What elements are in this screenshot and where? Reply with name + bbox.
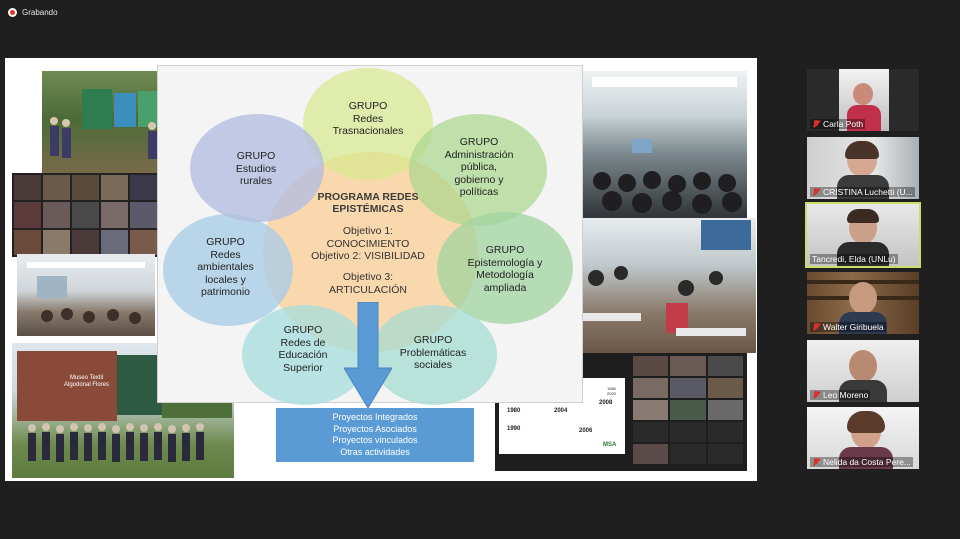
photo-zoom-meeting-grid — [12, 173, 159, 257]
participant-tile-4[interactable]: Walter Giribuela — [807, 272, 919, 334]
inset-year-1990: 1990 — [507, 426, 521, 432]
circle-educacion-superior — [242, 305, 368, 405]
projects-item-asociados: Proyectos Asociados — [333, 423, 417, 434]
inset-participant-grid — [633, 356, 743, 464]
inset-year-2006: 2006 — [579, 428, 593, 434]
objectives-text: Objetivo 1: CONOCIMIENTO Objetivo 2: VIS… — [311, 225, 425, 262]
photo-inset-presentation: La Agricultura Familiar en Argentina 198… — [495, 353, 747, 471]
photo-workshop-tables — [576, 218, 756, 353]
mic-muted-icon — [812, 458, 820, 466]
inset-year-2004: 2004 — [554, 408, 568, 414]
group-educacion-superior: GRUPO Redes de Educación Superior — [278, 324, 328, 374]
photo-workshop-tables-art — [581, 220, 751, 336]
participant-name: Carla Poth — [823, 119, 864, 129]
avatar — [839, 69, 889, 131]
participant-tile-6[interactable]: Nelida da Costa Pere... — [807, 407, 919, 469]
projects-item-otras: Otras actividades — [340, 446, 410, 457]
participant-name: Tancredi, Elda (UNLu) — [812, 254, 896, 264]
recording-indicator: Grabando — [8, 8, 58, 17]
inset-year-range: 1980 2020 — [607, 386, 616, 396]
inset-year-1980: 1980 — [507, 408, 521, 414]
participant-name: Walter Giribuela — [823, 322, 884, 332]
participant-tile-5[interactable]: Leo Moreno — [807, 340, 919, 402]
avatar — [807, 204, 919, 266]
circle-administracion — [409, 114, 547, 226]
participant-name: Leo Moreno — [823, 390, 869, 400]
photo-conference-audience-art — [592, 77, 742, 214]
participant-name: CRISTINA Luchetti (U... — [823, 187, 913, 197]
projects-item-integrados: Proyectos Integrados — [332, 412, 418, 422]
mic-muted-icon — [812, 188, 820, 196]
projects-item-vinculados: Proyectos vinculados — [332, 435, 418, 445]
program-title: PROGRAMA REDES EPISTÉMICAS — [317, 191, 419, 215]
participant-tile-2[interactable]: CRISTINA Luchetti (U... — [807, 137, 919, 199]
participant-tile-1[interactable]: Carla Poth — [807, 69, 919, 131]
photo-lecture-hall — [17, 254, 155, 336]
participant-tile-3[interactable]: Tancredi, Elda (UNLu) — [805, 202, 921, 268]
circle-epistemologia — [437, 212, 573, 324]
museum-sign: Museo Textil Algodonal Flores — [64, 375, 110, 388]
participant-name: Nelida da Costa Pere... — [823, 457, 911, 467]
photo-lecture-hall-art — [27, 262, 145, 324]
avatar — [807, 272, 919, 334]
group-estudios-rurales: GRUPO Estudios rurales — [235, 150, 277, 187]
group-redes-ambientales: GRUPO Redes ambientales locales y patrim… — [197, 236, 254, 298]
circle-problematicas — [371, 305, 497, 405]
inset-logo-msa: MSA — [603, 442, 617, 448]
avatar — [807, 137, 919, 199]
group-epistemologia: GRUPO Epistemología y Metodología amplia… — [467, 244, 543, 294]
avatar — [807, 340, 919, 402]
mic-muted-icon — [812, 391, 820, 399]
circle-estudios-rurales — [190, 114, 324, 222]
projects-box: Proyectos Integrados Proyectos Asociados… — [276, 408, 474, 462]
mic-muted-icon — [812, 120, 820, 128]
circle-redes-ambientales — [163, 214, 293, 326]
record-icon — [8, 8, 17, 17]
down-arrow-icon — [344, 302, 392, 408]
mic-muted-icon — [812, 323, 820, 331]
inset-year-2008: 2008 — [599, 400, 613, 406]
recording-label: Grabando — [22, 8, 58, 17]
group-redes-trasnacionales: GRUPO Redes Trasnacionales — [332, 100, 404, 137]
group-problematicas: GRUPO Problemáticas sociales — [399, 334, 467, 371]
photo-conference-audience — [582, 71, 747, 219]
avatar — [807, 407, 919, 469]
photo-exhibition-stand-art — [50, 89, 177, 162]
shared-screen: Museo Textil Algodonal Flores La Agricul… — [5, 58, 757, 481]
objective-3-text: Objetivo 3: ARTICULACIÓN — [329, 271, 407, 296]
group-administracion: GRUPO Administración pública, gobierno y… — [444, 136, 514, 198]
